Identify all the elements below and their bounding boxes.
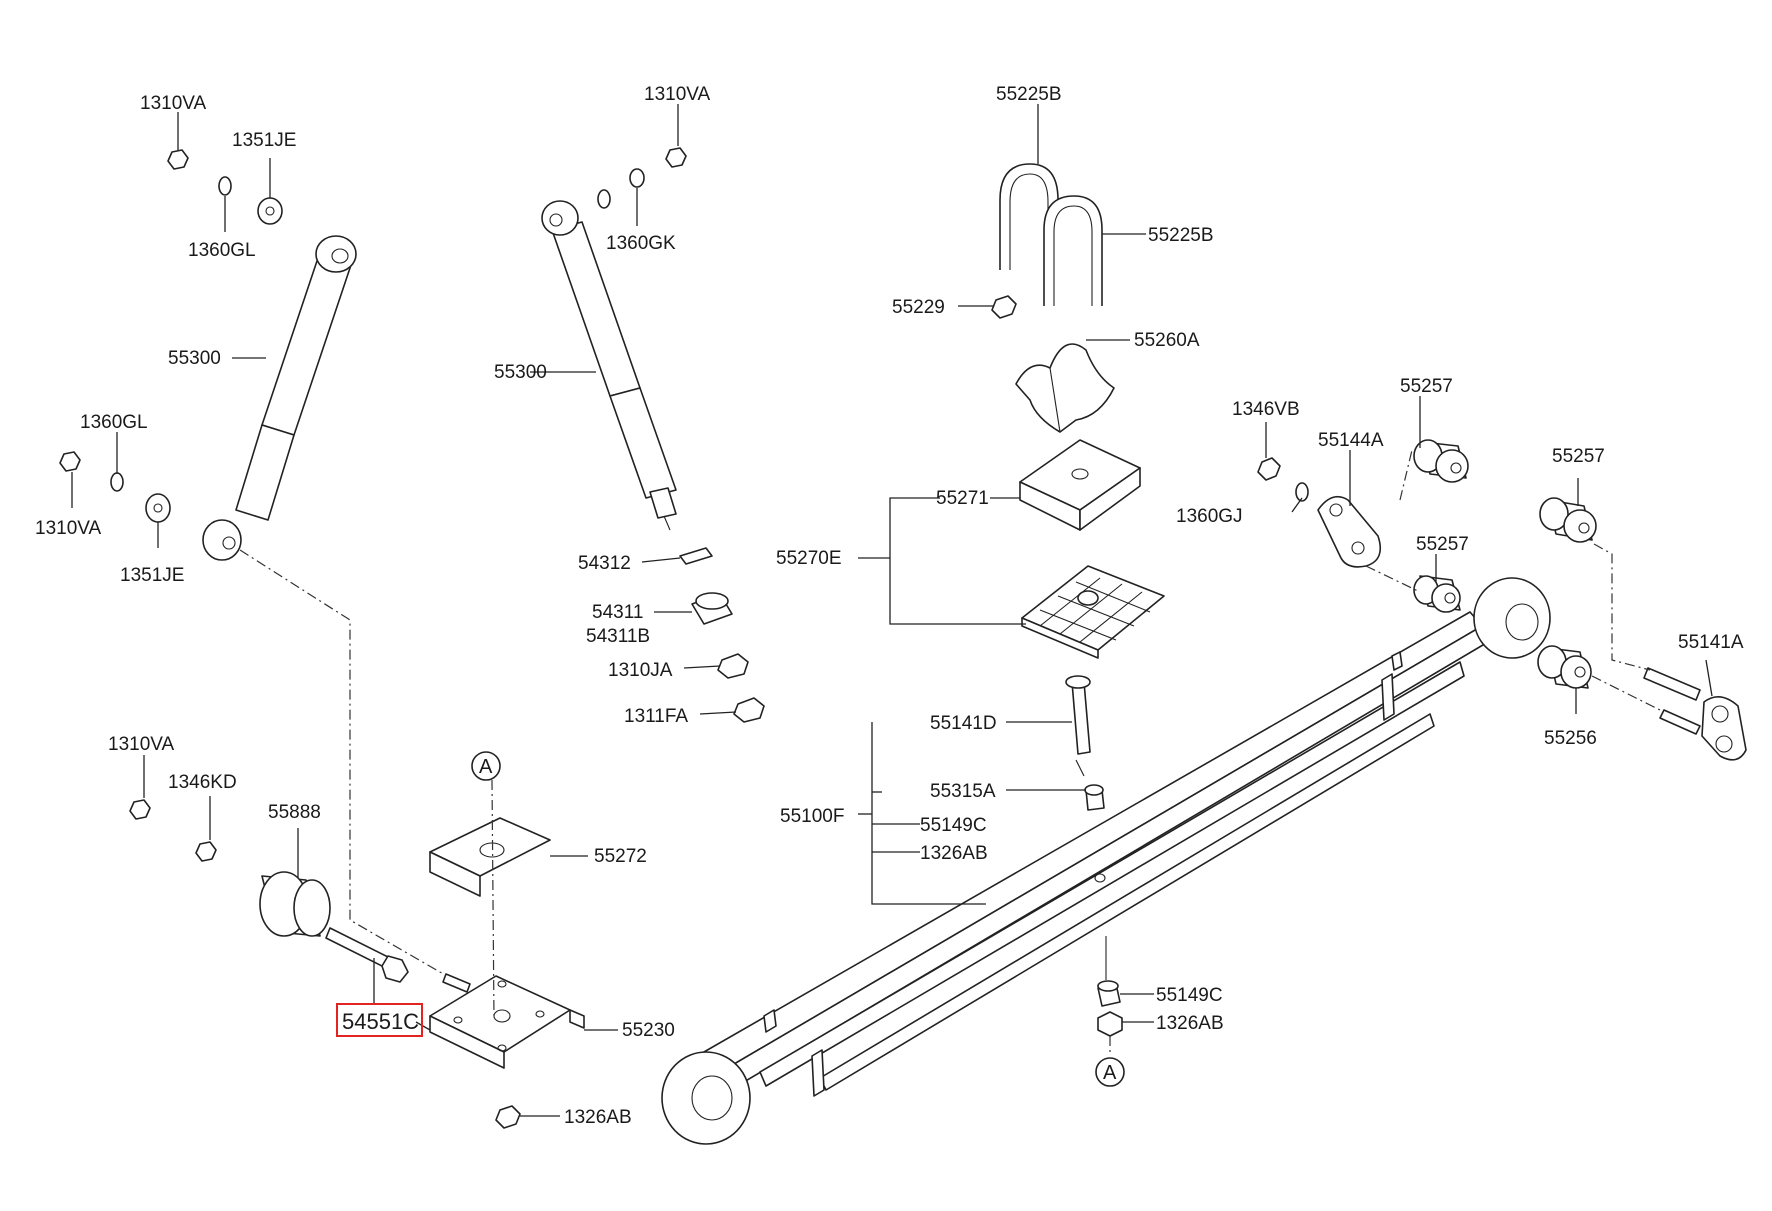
label-1310va-a: 1310VA xyxy=(140,93,207,114)
label-55225b-b: 55225B xyxy=(1148,225,1214,246)
nut-55229 xyxy=(991,295,1017,319)
washer-1351je-b xyxy=(145,493,171,523)
label-1346vb: 1346VB xyxy=(1232,399,1300,420)
label-55149c-b: 55149C xyxy=(1156,985,1223,1006)
label-55100f: 55100F xyxy=(780,806,844,827)
label-54312: 54312 xyxy=(578,553,631,574)
label-1310va-b: 1310VA xyxy=(35,518,102,539)
label-55272: 55272 xyxy=(594,846,647,867)
label-55257-b: 55257 xyxy=(1416,534,1469,555)
label-1310va-c: 1310VA xyxy=(108,734,175,755)
label-55229: 55229 xyxy=(892,297,945,318)
label-55141a: 55141A xyxy=(1678,632,1744,653)
label-54551c[interactable]: 54551C xyxy=(342,1009,419,1034)
label-1310va-d: 1310VA xyxy=(644,84,711,105)
label-1360gl-a: 1360GL xyxy=(188,240,256,261)
highlight-box-54551c xyxy=(336,1003,423,1037)
ref-a-top-circle xyxy=(471,751,501,781)
ref-a-top: A xyxy=(479,756,493,778)
ref-a-bottom: A xyxy=(1103,1062,1117,1084)
washer-1360gj xyxy=(1295,482,1309,502)
label-55300-a: 55300 xyxy=(168,348,221,369)
ref-a-bottom-circle xyxy=(1095,1057,1125,1087)
nut-1310va-d xyxy=(665,147,687,168)
nut-1310va-c xyxy=(129,799,151,820)
label-55271: 55271 xyxy=(936,488,989,509)
label-1351je-b: 1351JE xyxy=(120,565,184,586)
washer-1351je-a xyxy=(257,197,283,225)
label-55230: 55230 xyxy=(622,1020,675,1041)
shock-absorber-middle xyxy=(541,147,765,723)
washer-middle-a xyxy=(597,189,611,209)
washer-54312 xyxy=(679,547,713,565)
nut-1326ab-a xyxy=(495,1105,521,1129)
nut-1311fa xyxy=(733,697,765,723)
nut-1346kd xyxy=(195,841,217,862)
label-1326ab-c: 1326AB xyxy=(1156,1013,1224,1034)
label-55225b-a: 55225B xyxy=(996,84,1062,105)
label-55144a: 55144A xyxy=(1318,430,1384,451)
label-55149c-a: 55149C xyxy=(920,815,987,836)
label-55257-a: 55257 xyxy=(1400,376,1453,397)
label-55260a: 55260A xyxy=(1134,330,1200,351)
nut-1310va-b xyxy=(59,451,81,472)
nut-1310ja xyxy=(717,653,749,679)
lower-left-assembly xyxy=(129,751,585,1129)
label-55300-b: 55300 xyxy=(494,362,547,383)
label-55888: 55888 xyxy=(268,802,321,823)
label-1326ab-a: 1326AB xyxy=(564,1107,632,1128)
label-1360gk: 1360GK xyxy=(606,233,676,254)
label-55141d: 55141D xyxy=(930,713,997,734)
washer-1360gl-a xyxy=(218,176,232,196)
label-1360gl-b: 1360GL xyxy=(80,412,148,433)
label-1310ja: 1310JA xyxy=(608,660,673,681)
washer-1360gl-b xyxy=(110,472,124,492)
label-1351je-a: 1351JE xyxy=(232,130,296,151)
label-55257-c: 55257 xyxy=(1552,446,1605,467)
u-bolt-assembly xyxy=(991,163,1165,659)
nut-1310va-a xyxy=(167,149,189,170)
nut-1346vb xyxy=(1257,457,1281,481)
label-1346kd: 1346KD xyxy=(168,772,237,793)
nut-1326ab-c xyxy=(1097,1011,1123,1037)
label-54311: 54311 xyxy=(592,602,643,623)
label-1326ab-b: 1326AB xyxy=(920,843,988,864)
shock-absorber-left xyxy=(59,149,357,561)
label-1360gj: 1360GJ xyxy=(1176,506,1243,527)
shackle-assembly xyxy=(1257,439,1747,761)
label-55256: 55256 xyxy=(1544,728,1597,749)
label-1311fa: 1311FA xyxy=(624,706,688,727)
leaf-spring-assembly xyxy=(661,577,1551,1145)
washer-1360gk xyxy=(629,168,645,188)
label-55270e: 55270E xyxy=(776,548,842,569)
label-55315a: 55315A xyxy=(930,781,996,802)
label-54311b: 54311B xyxy=(586,626,650,647)
